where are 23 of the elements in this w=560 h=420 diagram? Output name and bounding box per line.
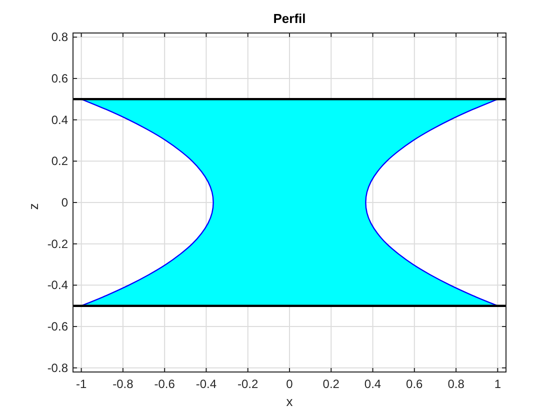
- tick-label: -0.6: [47, 320, 68, 334]
- axis-title: x: [286, 394, 293, 409]
- tick-label: -0.8: [47, 360, 68, 375]
- tick-label: 0.4: [51, 112, 68, 127]
- tick-label: -0.2: [238, 377, 258, 391]
- tick-label: 0.8: [448, 377, 464, 391]
- axis-title: z: [26, 203, 41, 210]
- tick-label: -0.8: [112, 377, 134, 391]
- tick-label: -0.2: [47, 236, 68, 251]
- tick-label: 0: [286, 377, 293, 391]
- tick-label: -0.4: [196, 377, 217, 391]
- tick-label: -0.6: [154, 377, 175, 391]
- chart-title: Perfil: [273, 11, 306, 26]
- tick-label: 0: [61, 196, 68, 210]
- tick-label: 0.4: [364, 377, 382, 391]
- tick-label: 0.6: [51, 71, 68, 86]
- tick-label: 0.2: [51, 154, 68, 168]
- tick-label: 1: [494, 377, 502, 391]
- tick-label: 0.8: [51, 30, 68, 44]
- tick-label: 0.2: [322, 377, 340, 391]
- tick-label: -0.4: [47, 278, 68, 292]
- tick-label: -1: [76, 377, 87, 391]
- tick-label: 0.6: [406, 377, 423, 391]
